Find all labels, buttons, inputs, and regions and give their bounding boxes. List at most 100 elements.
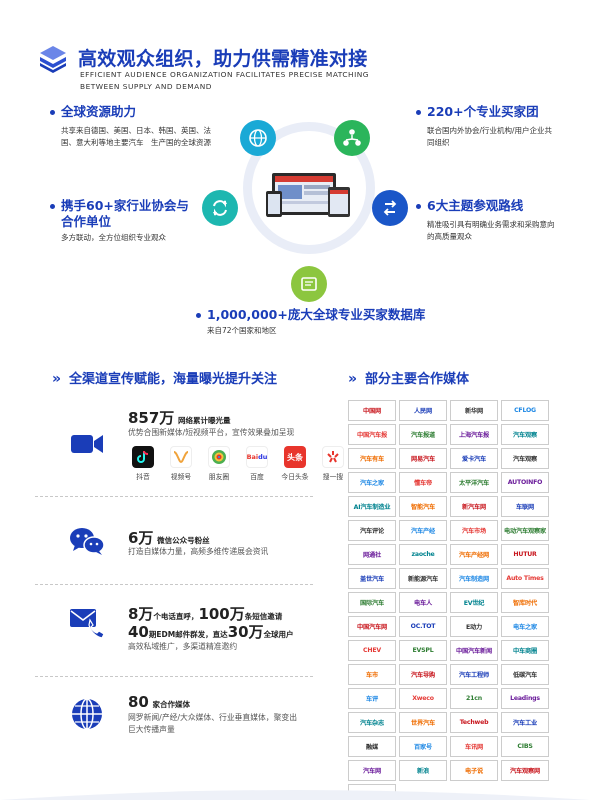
media-logo: OC.TOT — [399, 616, 447, 637]
media-logo: CHEV — [348, 640, 396, 661]
media-logo: 低碳汽车 — [501, 664, 549, 685]
media-logo: 世界汽车 — [399, 712, 447, 733]
media-logo: 太平洋汽车 — [450, 472, 498, 493]
logo-cube-icon — [38, 44, 68, 74]
footer-decoration — [0, 790, 590, 800]
media-logo: AI汽车制造业 — [348, 496, 396, 517]
media-logo: 汽车产经 — [399, 520, 447, 541]
social-douyin[interactable]: 抖音 — [128, 446, 158, 481]
media-logo: Xweco — [399, 688, 447, 709]
feature-association: 携手60+家行业协会与合作单位 多方联动，全方位组织专业观众 — [50, 198, 200, 244]
stat-phone-sms: 8万个电话直呼，100万条短信邀请 — [128, 605, 283, 623]
media-logo: 电车之家 — [501, 616, 549, 637]
media-logo: 新汽车网 — [450, 496, 498, 517]
media-logo: 国际汽车 — [348, 592, 396, 613]
bullet-dot-icon — [196, 313, 201, 318]
double-chevron-icon: » — [348, 371, 358, 387]
media-logo: 智能汽车 — [399, 496, 447, 517]
media-logo: 中国汽车新闻 — [450, 640, 498, 661]
media-logo: 电车人 — [399, 592, 447, 613]
sousou-icon — [322, 446, 344, 468]
media-logo: 汽车产经网 — [450, 544, 498, 565]
buyer-group-icon — [334, 120, 370, 156]
media-logo: CIBS — [501, 736, 549, 757]
divider — [35, 496, 313, 497]
media-logo: 懂车帝 — [399, 472, 447, 493]
media-logo: 融媒 — [348, 736, 396, 757]
media-logo: 汽车评论 — [348, 520, 396, 541]
media-logo: 汽车网 — [348, 760, 396, 781]
media-logo: 新浪 — [399, 760, 447, 781]
feature-database: 1,000,000+庞大全球专业买家数据库 来自72个国家和地区 — [196, 307, 446, 337]
stat-phone-desc: 高效私域推广，多渠道精准邀约 — [128, 642, 238, 651]
media-logo: Auto Times — [501, 568, 549, 589]
bullet-dot-icon — [416, 204, 421, 209]
section-heading-media: »部分主要合作媒体 — [348, 371, 470, 387]
media-logo: 新能源汽车 — [399, 568, 447, 589]
stat-exposure: 857万 网络累计曝光量 — [128, 409, 231, 427]
media-logo: 百家号 — [399, 736, 447, 757]
media-logo: 中车商圈 — [501, 640, 549, 661]
media-logo: 车联网 — [501, 496, 549, 517]
media-logo: 车市 — [348, 664, 396, 685]
social-toutiao[interactable]: 头条 今日头条 — [280, 446, 310, 481]
media-logo: 汽车报道 — [399, 424, 447, 445]
media-logo: 上海汽车报 — [450, 424, 498, 445]
media-logo: 电动汽车观察家 — [501, 520, 549, 541]
media-logo: 汽车工业 — [501, 712, 549, 733]
center-ring — [243, 122, 375, 254]
stat-wechat-fans: 6万 微信公众号粉丝 — [128, 529, 210, 547]
media-logo: HUTUR — [501, 544, 549, 565]
section-heading-promotion: »全渠道宣传赋能，海量曝光提升关注 — [52, 371, 278, 387]
media-logo: 汽车制造网 — [450, 568, 498, 589]
route-icon — [372, 190, 408, 226]
database-icon — [291, 266, 327, 302]
page-title: 高效观众组织，助力供需精准对接 — [78, 48, 368, 70]
media-logo: 车评 — [348, 688, 396, 709]
media-logo: E动力 — [450, 616, 498, 637]
phone-mail-icon — [68, 604, 106, 642]
globe-icon — [68, 695, 106, 733]
media-logo: 汽车杂志 — [348, 712, 396, 733]
media-logo: Techweb — [450, 712, 498, 733]
media-logo: 汽车工程师 — [450, 664, 498, 685]
divider — [35, 676, 313, 677]
bullet-dot-icon — [50, 110, 55, 115]
media-logo: EVSPL — [399, 640, 447, 661]
media-logo: 汽车观察 — [501, 448, 549, 469]
media-logo: 智库时代 — [501, 592, 549, 613]
social-channels[interactable]: 视频号 — [166, 446, 196, 481]
social-sousou[interactable]: 搜一搜 — [318, 446, 348, 481]
media-logo: 汽车有车 — [348, 448, 396, 469]
feature-global: 全球资源助力 共享来自德国、美国、日本、韩国、英国、法国、意大利等地主要汽车 生… — [50, 104, 220, 149]
media-logo: 网易汽车 — [399, 448, 447, 469]
bullet-dot-icon — [50, 204, 55, 209]
stat-media: 80 家合作媒体 — [128, 693, 191, 711]
media-logo: 中国汽车网 — [348, 616, 396, 637]
double-chevron-icon: » — [52, 371, 62, 387]
media-logo: zaoche — [399, 544, 447, 565]
stat-edm: 40期EDM邮件群发，直达30万全球用户 — [128, 623, 294, 641]
toutiao-icon: 头条 — [284, 446, 306, 468]
page-subtitle: EFFICIENT AUDIENCE ORGANIZATION FACILITA… — [80, 70, 370, 91]
video-camera-icon — [68, 425, 106, 463]
media-logo: AUTOINFO — [501, 472, 549, 493]
bullet-dot-icon — [416, 110, 421, 115]
media-logo: 汽车市场 — [450, 520, 498, 541]
media-logo: 汽车之家 — [348, 472, 396, 493]
media-logo: 中国汽车报 — [348, 424, 396, 445]
media-logo: 汽车观察 — [501, 424, 549, 445]
media-logo: 爱卡汽车 — [450, 448, 498, 469]
wechat-icon — [68, 522, 106, 560]
social-moments[interactable]: 朋友圈 — [204, 446, 234, 481]
media-logo: 电子说 — [450, 760, 498, 781]
media-logo: EV世纪 — [450, 592, 498, 613]
stat-exposure-desc: 优势合围新媒体/短视频平台，宣传效果叠加呈现 — [128, 428, 295, 437]
media-logo: CFLOG — [501, 400, 549, 421]
media-logo: 汽车导购 — [399, 664, 447, 685]
moments-icon — [208, 446, 230, 468]
